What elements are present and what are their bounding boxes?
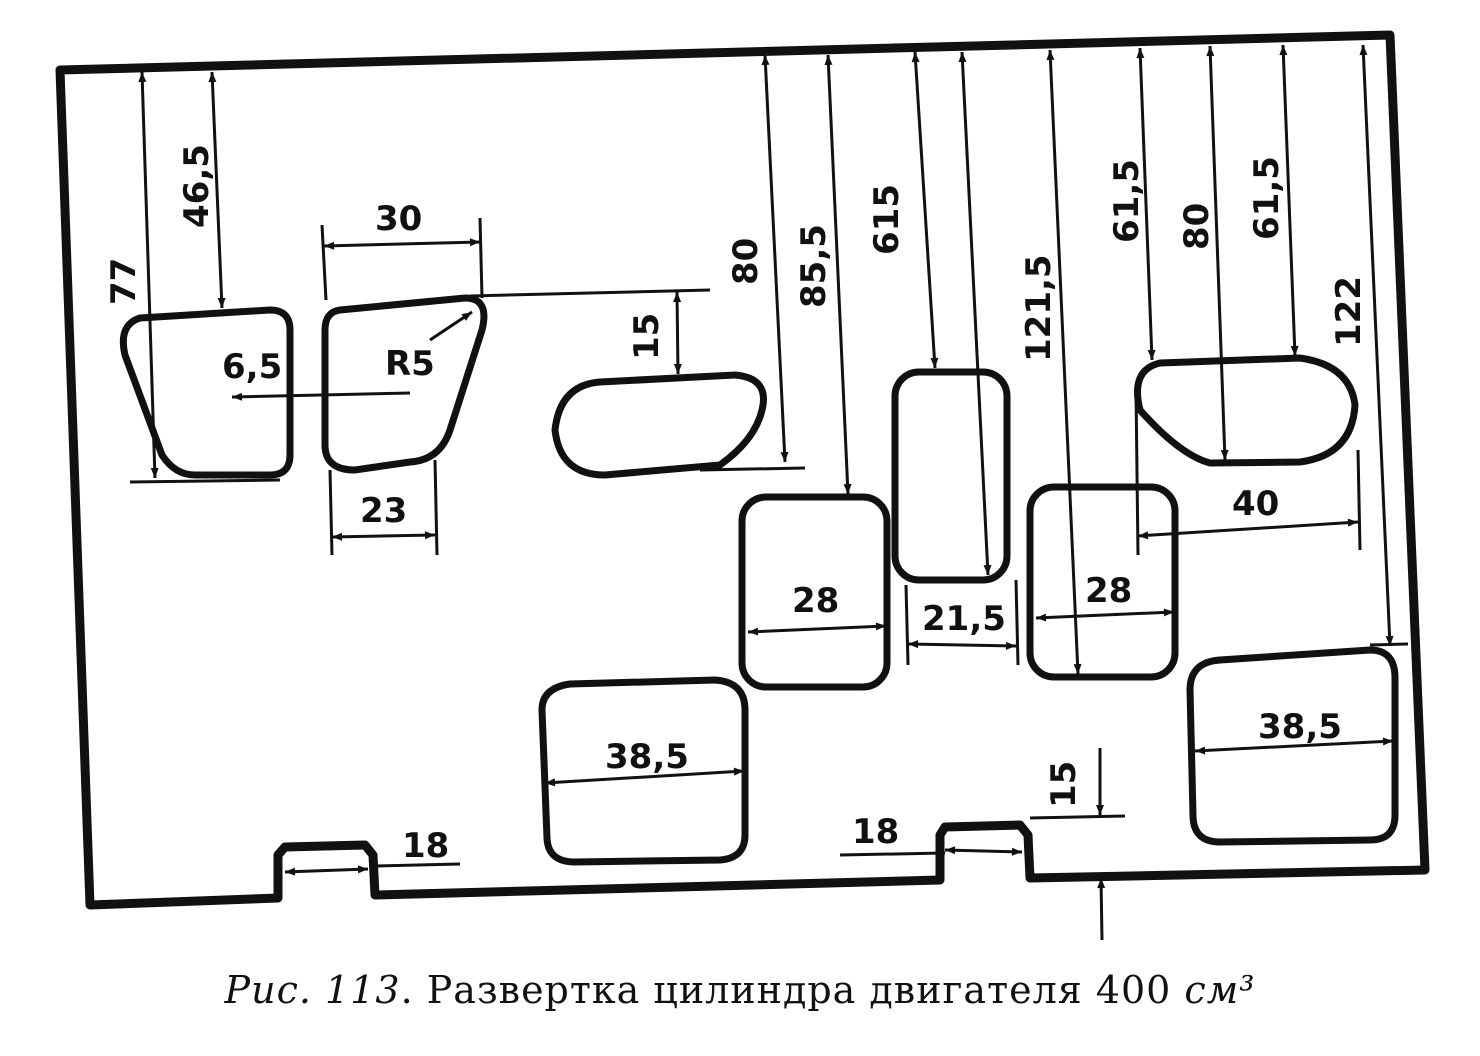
label-28-b: 28	[1085, 571, 1132, 611]
label-77: 77	[104, 258, 144, 305]
label-80-a: 80	[726, 238, 766, 285]
port-oval-left	[551, 371, 767, 479]
label-85-5: 85,5	[794, 224, 834, 308]
port-rect-38-5-left	[538, 676, 749, 866]
dim-line-615-b	[958, 51, 992, 576]
label-80-b: 80	[1177, 203, 1217, 250]
dim-line-38-5-b	[1194, 737, 1394, 755]
label-61-5-a: 61,5	[1107, 159, 1147, 243]
port-rect-tall	[891, 368, 1011, 584]
dim-line-15-slot	[673, 291, 682, 375]
label-38-5-a: 38,5	[605, 737, 689, 777]
port-oval-right	[1134, 354, 1359, 467]
dim-line-30	[323, 238, 481, 250]
dim-line-21-5	[907, 640, 1017, 650]
dim-line-121-5	[1046, 49, 1082, 675]
port-rect-38-5-right	[1186, 646, 1399, 846]
dim-line-85-5	[824, 54, 852, 495]
dim-line-40	[1137, 518, 1359, 540]
label-21-5: 21,5	[922, 599, 1006, 639]
port-trapezoid-right	[321, 294, 488, 474]
label-46-5: 46,5	[177, 144, 217, 228]
dimension-lines	[138, 44, 1394, 941]
caption-unit: см³	[1184, 968, 1256, 1012]
label-121-5: 121,5	[1019, 254, 1059, 362]
caption-text: . Развертка цилиндра двигателя 400	[400, 968, 1185, 1012]
dim-line-61-5-b	[1279, 44, 1299, 357]
dim-line-61-5-a	[1136, 47, 1156, 361]
label-18-a: 18	[402, 826, 449, 866]
dim-line-80-b	[1206, 45, 1229, 461]
dim-line-r5	[429, 310, 473, 342]
dim-line-18-a	[284, 865, 369, 876]
extension-lines	[129, 217, 1409, 868]
port-trapezoid-left	[119, 306, 294, 479]
label-15-notch: 15	[1044, 761, 1084, 808]
dim-line-28-a	[747, 622, 887, 636]
figure-caption: Рис. 113. Развертка цилиндра двигателя 4…	[0, 968, 1480, 1012]
dim-line-80-a	[761, 54, 789, 463]
label-30: 30	[375, 199, 422, 239]
label-6-5: 6,5	[222, 347, 282, 387]
dim-line-6-5	[231, 391, 411, 401]
dim-line-18-b	[944, 846, 1023, 856]
dim-line-615	[911, 51, 939, 369]
label-23: 23	[360, 491, 407, 531]
sheet-outline	[55, 30, 1430, 910]
label-122: 122	[1329, 276, 1369, 347]
label-40: 40	[1232, 484, 1279, 524]
label-615: 615	[867, 184, 907, 255]
dim-line-122	[1359, 44, 1394, 647]
label-15-slot: 15	[627, 313, 667, 360]
dim-line-28-b	[1035, 608, 1175, 622]
dim-line-38-5-a	[544, 767, 745, 787]
dim-line-15-notch-bottom	[1097, 877, 1106, 941]
label-61-5-b: 61,5	[1247, 156, 1287, 240]
caption-figure-number: Рис. 113	[224, 968, 401, 1012]
label-18-b: 18	[852, 812, 899, 852]
port-rect-28-right	[1026, 483, 1179, 681]
dim-line-46-5	[208, 71, 226, 309]
label-38-5-b: 38,5	[1258, 707, 1342, 747]
port-rect-28-left	[738, 493, 891, 691]
label-r5: R5	[385, 344, 435, 384]
dim-line-77	[138, 71, 159, 479]
dim-line-23	[331, 531, 436, 541]
label-28-a: 28	[792, 581, 839, 621]
